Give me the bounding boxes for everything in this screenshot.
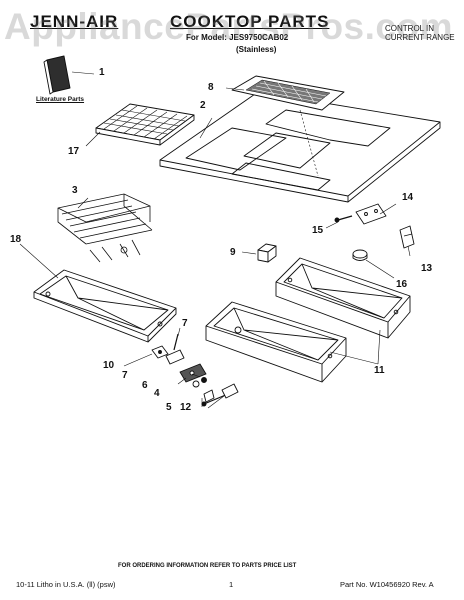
model-variant: (Stainless) — [236, 45, 277, 54]
control-note: CONTROL IN CURRENT RANGE — [385, 24, 455, 42]
callout-4: 4 — [154, 388, 160, 399]
ordering-note: FOR ORDERING INFORMATION REFER TO PARTS … — [118, 563, 297, 569]
page-title: COOKTOP PARTS — [170, 12, 330, 31]
callout-13: 13 — [421, 263, 433, 274]
callout-10: 10 — [103, 360, 115, 371]
control-switch-part — [179, 363, 207, 383]
callout-9: 9 — [230, 247, 236, 258]
wire-clip-part — [203, 389, 215, 403]
brand-logo: JENN-AIR — [30, 12, 119, 31]
bracket-plate-part — [355, 203, 387, 225]
control-note-line2: CURRENT RANGE — [385, 33, 455, 42]
callout-7-top: 7 — [182, 318, 188, 329]
literature-booklet-part — [43, 55, 71, 95]
drawer-pan-part-front — [205, 301, 347, 383]
callout-5: 5 — [166, 402, 172, 413]
callout-7-left: 7 — [122, 370, 128, 381]
callout-12: 12 — [180, 402, 192, 413]
drip-tray-part — [33, 269, 177, 343]
knob-plate-part — [151, 345, 169, 359]
model-number: For Model: JES9750CAB02 — [186, 33, 289, 42]
vent-grille-part — [231, 75, 345, 111]
callout-1: 1 — [99, 67, 105, 78]
callout-3: 3 — [72, 185, 78, 196]
litho-info: 10-11 Litho in U.S.A. (ll) (psw) — [16, 580, 116, 589]
callout-14: 14 — [402, 192, 414, 203]
callout-17: 17 — [68, 146, 80, 157]
part-number: Part No. W10456920 Rev. A — [340, 580, 434, 589]
callout-11: 11 — [374, 365, 385, 376]
drawer-pan-part-back — [275, 257, 411, 339]
heating-element-part — [57, 193, 153, 263]
rubber-foot-part — [352, 249, 368, 261]
knob-shaft-part — [192, 377, 207, 388]
screw-part — [334, 215, 353, 223]
control-block-part — [257, 243, 277, 263]
literature-parts-label: Literature Parts — [36, 96, 85, 103]
switch-clip-part — [165, 333, 185, 365]
callout-6: 6 — [142, 380, 148, 391]
terminal-block-part — [201, 383, 239, 407]
leader-lines — [19, 71, 411, 409]
grill-grate-part — [95, 103, 195, 146]
callout-8: 8 — [208, 82, 214, 93]
control-note-line1: CONTROL IN — [385, 24, 435, 33]
callout-15: 15 — [312, 225, 324, 236]
callout-18: 18 — [10, 234, 22, 245]
callout-2: 2 — [200, 100, 206, 111]
clip-part — [399, 225, 415, 249]
page-number: 1 — [229, 580, 234, 589]
callout-16: 16 — [396, 279, 408, 290]
cooktop-panel-part — [159, 91, 441, 203]
